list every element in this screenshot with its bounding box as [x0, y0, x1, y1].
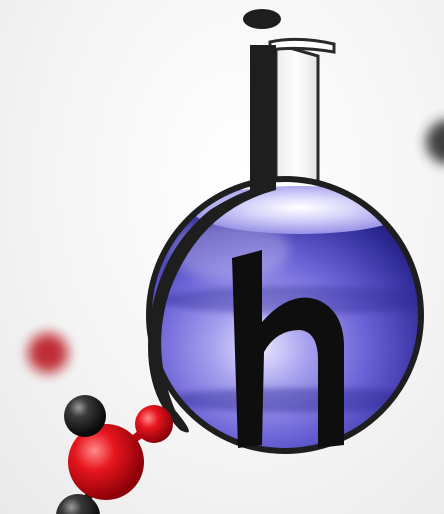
flask-liquid [149, 186, 421, 451]
flask-bulb-outline [146, 176, 424, 454]
h-letter-ascender [148, 45, 276, 433]
background-bokeh [28, 120, 444, 373]
carbon-atom-top [64, 395, 106, 437]
carbon-atom-bottom [56, 494, 100, 514]
oxygen-atom [135, 405, 173, 443]
central-red-atom [68, 424, 144, 500]
blurred-red-sphere [28, 333, 68, 373]
flask-lip [268, 37, 336, 54]
h-letter-dot [243, 9, 281, 29]
blurred-dark-sphere [426, 120, 444, 164]
molecule-icon [56, 395, 173, 514]
h-letter-body [232, 250, 345, 448]
flask-logo-icon [146, 9, 424, 454]
